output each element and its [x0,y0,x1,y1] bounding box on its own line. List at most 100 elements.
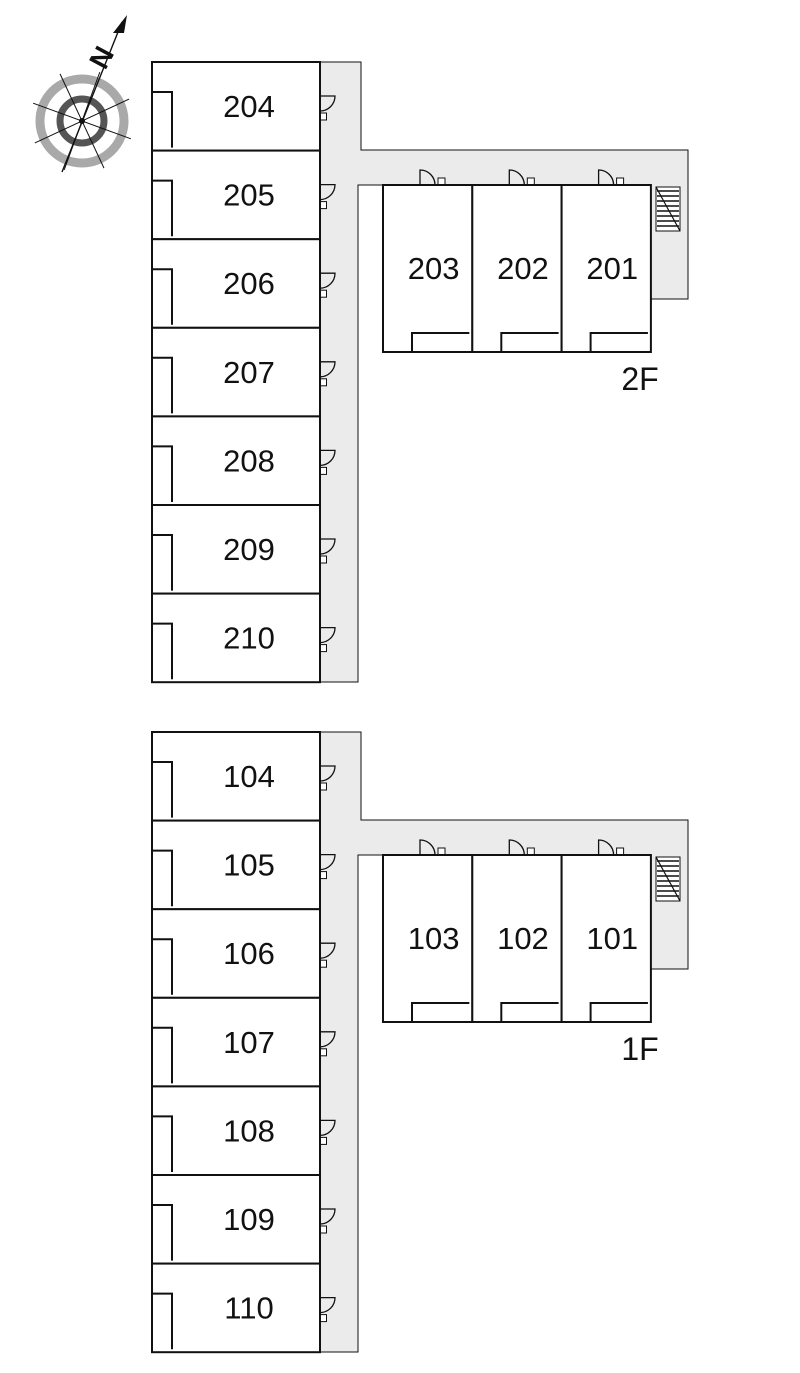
room-outline [471,854,563,1023]
stairs-icon [655,186,681,232]
meter-box [320,112,327,121]
door-icon [319,1031,336,1048]
door-icon [419,839,436,856]
room-outline [151,61,321,152]
room-outline [151,996,321,1088]
room-number: 202 [497,251,549,286]
door-icon [508,169,525,186]
room-109: 109 [151,1174,336,1265]
meter-box [320,289,327,298]
meter-box [437,177,446,185]
room-204: 204 [151,61,336,152]
meter-box [320,1225,327,1234]
room-110: 110 [151,1262,336,1354]
balcony [500,332,559,352]
floor-label: 2F [621,361,658,397]
balcony [152,761,173,818]
room-203: 203 [382,169,474,353]
room-104: 104 [151,731,336,822]
compass-outer-ring [35,74,129,168]
room-number: 210 [223,621,275,656]
room-outline [560,184,652,353]
room-103: 103 [382,839,474,1023]
room-107: 107 [151,996,336,1088]
room-number: 203 [408,251,460,286]
room-209: 209 [151,504,336,595]
meter-box [526,847,535,855]
room-number: 107 [223,1025,275,1060]
balcony [152,622,173,680]
meter-box [320,1136,327,1145]
door-icon [597,169,615,186]
balcony [411,1002,470,1022]
room-outline [151,326,321,418]
balcony [152,268,173,325]
balcony [152,1204,173,1261]
door-icon [319,1296,336,1314]
room-number: 208 [223,443,275,478]
room-number: 104 [223,759,275,794]
room-202: 202 [471,169,563,353]
meter-box [320,378,327,387]
meter-box [320,782,327,791]
stairs-icon [655,856,681,902]
north-label: N [83,41,120,73]
room-outline [560,854,652,1023]
room-207: 207 [151,326,336,418]
meter-box [320,1314,327,1323]
balcony [152,1026,173,1084]
room-outline [151,1085,321,1177]
door-icon [319,626,336,644]
door-icon [508,839,525,856]
door-icon [319,95,336,112]
room-number: 207 [223,355,275,390]
door-icon [319,765,336,782]
room-outline [151,819,321,911]
door-icon [319,942,336,959]
door-icon [319,1119,336,1137]
room-210: 210 [151,592,336,684]
balcony [152,849,173,907]
north-arrow-icon [113,15,127,33]
meter-box [616,847,625,855]
room-outline [151,731,321,822]
room-208: 208 [151,415,336,506]
meter-box [320,959,327,968]
balcony [500,1002,559,1022]
balcony [411,332,470,352]
compass-inner-ring [56,95,108,147]
balcony [589,1002,648,1022]
balcony [152,938,173,995]
compass-north-line [61,21,123,173]
meter-box [320,201,327,210]
room-number: 109 [223,1202,275,1237]
room-outline [151,238,321,329]
room-outline [151,415,321,506]
door-icon [319,538,336,555]
balcony [152,534,173,591]
room-number: 205 [223,178,275,213]
meter-box [437,847,446,855]
floor-label: 1F [621,1031,658,1067]
room-number: 105 [223,848,275,883]
meter-box [320,1048,327,1057]
room-number: 204 [223,89,275,124]
door-icon [319,272,336,289]
room-number: 106 [223,936,275,971]
room-number: 101 [586,921,638,956]
door-icon [419,169,436,186]
balcony [152,1292,173,1350]
room-outline [471,184,563,353]
room-outline [151,149,321,241]
balcony [152,1115,173,1172]
door-icon [597,839,615,856]
door-icon [319,853,336,871]
room-outline [151,1262,321,1354]
compass-icon: N [32,15,132,173]
room-206: 206 [151,238,336,329]
balcony [152,356,173,414]
room-number: 102 [497,921,549,956]
